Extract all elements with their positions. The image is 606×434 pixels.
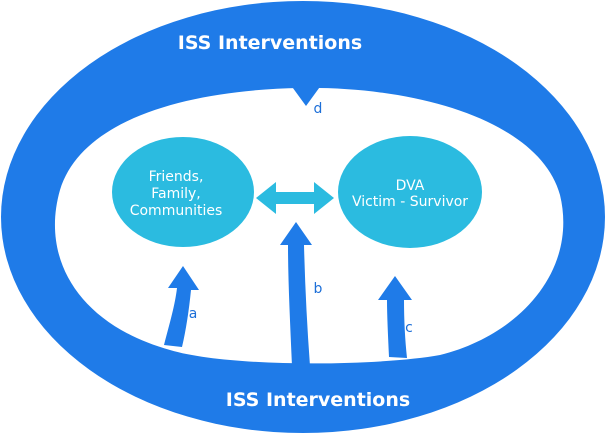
arrow-d (290, 60, 322, 106)
node-friends-family-communities (112, 137, 254, 247)
left-node-line-1: Friends, (149, 169, 204, 185)
arrow-label-a: a (189, 306, 198, 322)
ring-label-bottom: ISS Interventions (226, 389, 410, 411)
right-node-line-1: DVA (396, 178, 425, 194)
arrow-label-c: c (405, 320, 413, 336)
left-node-line-3: Communities (130, 203, 223, 219)
arrow-a (164, 266, 199, 347)
node-dva-victim-survivor (338, 136, 482, 248)
ring-label-top: ISS Interventions (178, 32, 362, 54)
arrow-label-b: b (314, 281, 323, 297)
arrow-label-d: d (314, 101, 323, 117)
arrow-c (378, 276, 412, 358)
arrow-b (280, 222, 312, 366)
right-node-line-2: Victim - Survivor (352, 194, 468, 210)
left-node-line-2: Family, (151, 186, 201, 202)
double-arrow (256, 182, 334, 214)
